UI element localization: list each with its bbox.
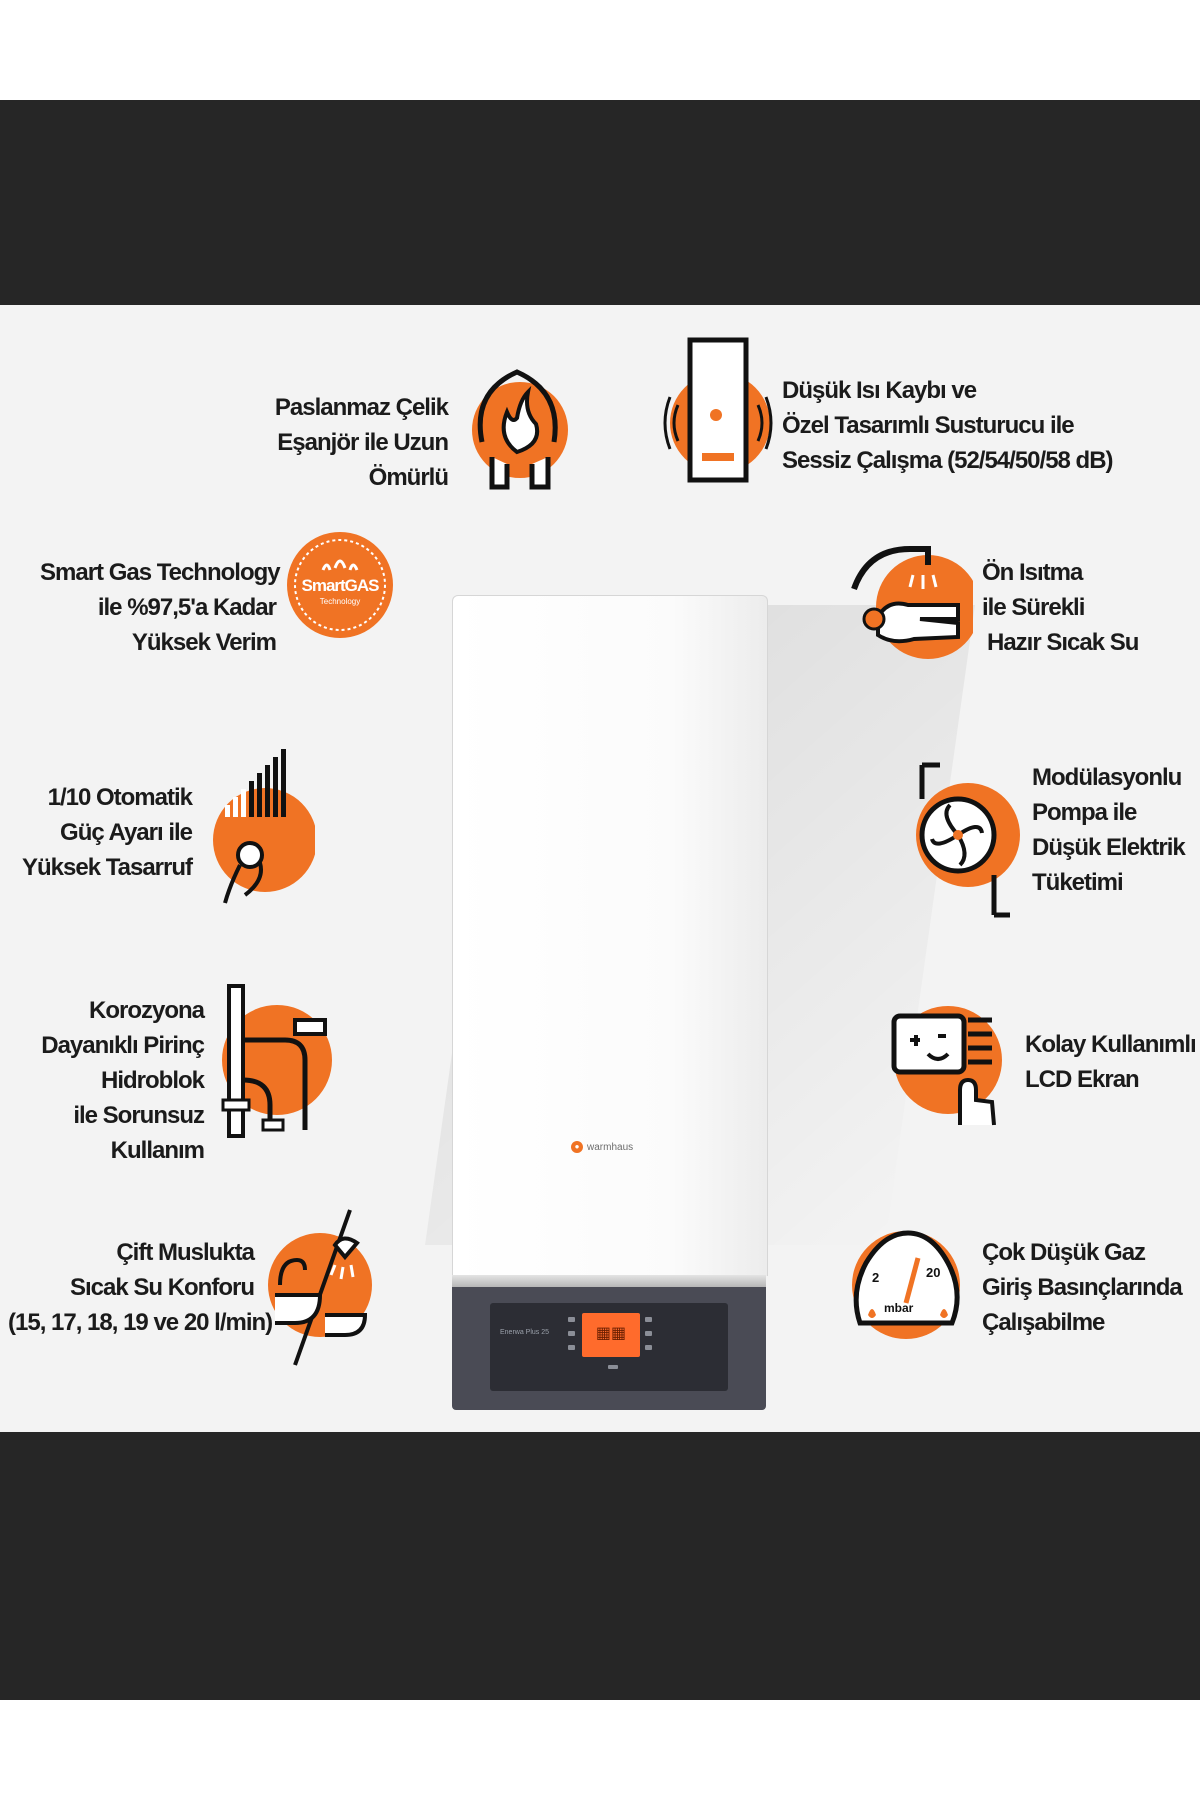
feature-line: Kullanım (110, 1137, 205, 1164)
boiler-unit: ● warmhaus Enerwa Plus 25 ▦▦ (452, 595, 768, 1410)
feature-line: Düşük Isı Kaybı ve (782, 377, 977, 404)
feature-line: Pompa ile (1032, 799, 1137, 826)
control-base: Enerwa Plus 25 ▦▦ (452, 1287, 766, 1410)
quiet-boiler-icon (660, 335, 775, 495)
feature-line: Çalışabilme (982, 1309, 1105, 1336)
bottom-dark-band (0, 1432, 1200, 1700)
brass-pipes-icon (215, 980, 335, 1145)
model-label: Enerwa Plus 25 (500, 1329, 550, 1336)
feature-line: ile Sorunsuz (73, 1102, 205, 1129)
feature-pompa: Modülasyonlu Pompa ile Düşük Elektrik Tü… (1032, 760, 1197, 900)
feature-line: 1/10 Otomatik (47, 784, 193, 811)
bath-shower-icon (265, 1205, 380, 1370)
control-button[interactable] (568, 1331, 575, 1336)
smartgas-icon: SmartGAS Technology (285, 530, 395, 640)
feature-line: Çift Muslukta (116, 1239, 255, 1266)
feature-line: Paslanmaz Çelik (274, 394, 449, 421)
feature-line: Hazır Sıcak Su (987, 629, 1139, 656)
boiler-body: ● warmhaus (452, 595, 768, 1276)
power-button[interactable] (608, 1365, 618, 1369)
control-button[interactable] (568, 1345, 575, 1350)
lcd-display: ▦▦ (582, 1313, 640, 1357)
feature-line: (15, 17, 18, 19 ve 20 l/min) (8, 1309, 273, 1336)
feature-lcd: Kolay Kullanımlı LCD Ekran (1025, 1027, 1197, 1097)
feature-line: Özel Tasarımlı Susturucu ile (782, 412, 1075, 439)
feature-line: Sessiz Çalışma (52/54/50/58 dB) (782, 447, 1114, 474)
feature-line: Eşanjör ile Uzun (277, 429, 449, 456)
brand-name: warmhaus (587, 1141, 634, 1153)
gauge-low: 2 (872, 1270, 880, 1285)
flame-logo-icon: ● (571, 1141, 583, 1153)
feature-line: Giriş Basınçlarında (982, 1274, 1183, 1301)
control-button[interactable] (645, 1345, 652, 1350)
feature-pirinc: Korozyona Dayanıklı Pirinç Hidroblok ile… (20, 993, 205, 1168)
feature-cift-muslik: Çift Muslukta Sıcak Su Konforu (15, 17, … (8, 1235, 273, 1340)
feature-line: Smart Gas Technology (40, 559, 281, 586)
feature-line: Güç Ayarı ile (60, 819, 193, 846)
power-dial-icon (205, 745, 315, 920)
faucet-hand-icon (848, 527, 973, 667)
control-panel: Enerwa Plus 25 ▦▦ (490, 1303, 728, 1391)
feature-paslanmaz: Paslanmaz Çelik Eşanjör ile Uzun Ömürlü (240, 390, 449, 495)
gauge-unit: mbar (884, 1301, 914, 1315)
feature-line: Ön Isıtma (982, 559, 1083, 586)
feature-line: Tüketimi (1032, 869, 1124, 896)
control-button[interactable] (645, 1317, 652, 1322)
feature-line: Korozyona (88, 997, 205, 1024)
feature-line: Yüksek Tasarruf (22, 854, 193, 881)
feature-line: Yüksek Verim (131, 629, 277, 656)
top-dark-band (0, 100, 1200, 305)
feature-gaz-basinc: Çok Düşük Gaz Giriş Basınçlarında Çalışa… (982, 1235, 1183, 1340)
feature-line: Ömürlü (368, 464, 449, 491)
feature-line: ile %97,5'a Kadar (97, 594, 277, 621)
feature-line: Hidroblok (101, 1067, 205, 1094)
feature-line: LCD Ekran (1025, 1066, 1140, 1093)
pump-fan-icon (910, 755, 1020, 920)
gauge-high: 20 (926, 1265, 941, 1280)
smartgas-badge-sub: Technology (319, 597, 361, 606)
control-button[interactable] (645, 1331, 652, 1336)
lcd-digits-icon: ▦▦ (595, 1323, 627, 1342)
pressure-gauge-icon: 2 20 mbar (848, 1203, 966, 1368)
feature-line: Sıcak Su Konforu (69, 1274, 255, 1301)
smartgas-badge-title: SmartGAS (301, 576, 379, 595)
feature-line: Dayanıklı Pirinç (41, 1032, 205, 1059)
boiler-trim (452, 1275, 766, 1287)
feature-on-isitma: Ön Isıtma ile Sürekli Hazır Sıcak Su (982, 555, 1142, 660)
feature-dusuk-isi: Düşük Isı Kaybı ve Özel Tasarımlı Sustur… (782, 373, 1122, 478)
lcd-touch-icon (890, 980, 1010, 1140)
feature-smart-gas: Smart Gas Technology ile %97,5'a Kadar Y… (40, 555, 281, 660)
feature-line: ile Sürekli (982, 594, 1085, 621)
feature-line: Modülasyonlu (1032, 764, 1182, 791)
feature-line: Kolay Kullanımlı (1025, 1031, 1197, 1058)
feature-line: Düşük Elektrik (1032, 834, 1186, 861)
feature-line: Çok Düşük Gaz (982, 1239, 1146, 1266)
feature-otomatik-guc: 1/10 Otomatik Güç Ayarı ile Yüksek Tasar… (20, 780, 193, 885)
flame-exchanger-icon (462, 352, 572, 512)
brand-logo: ● warmhaus (571, 1141, 633, 1153)
feature-panel: ● warmhaus Enerwa Plus 25 ▦▦ Paslan (0, 305, 1200, 1432)
control-button[interactable] (568, 1317, 575, 1322)
